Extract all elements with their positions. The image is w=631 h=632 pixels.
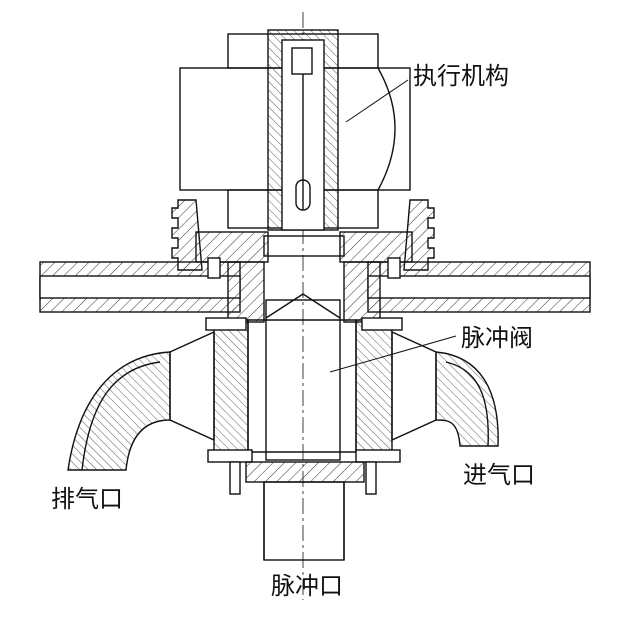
exhaust-label: 排气口 [51,485,123,513]
actuator-body [179,29,411,231]
upper-flange [195,231,413,323]
pulse-valve-label: 脉冲阀 [461,324,533,352]
inlet-label: 进气口 [463,461,535,489]
pulse-valve-leader [329,335,457,373]
actuator-leader [345,79,409,123]
tank-wall-plate [39,261,591,313]
actuator-label: 执行机构 [413,62,509,90]
inlet-elbow [435,351,499,447]
exhaust-elbow [67,351,171,471]
bolts [205,257,403,495]
pulse-port-label: 脉冲口 [271,572,343,600]
pulse-outlet-tube [245,461,365,561]
